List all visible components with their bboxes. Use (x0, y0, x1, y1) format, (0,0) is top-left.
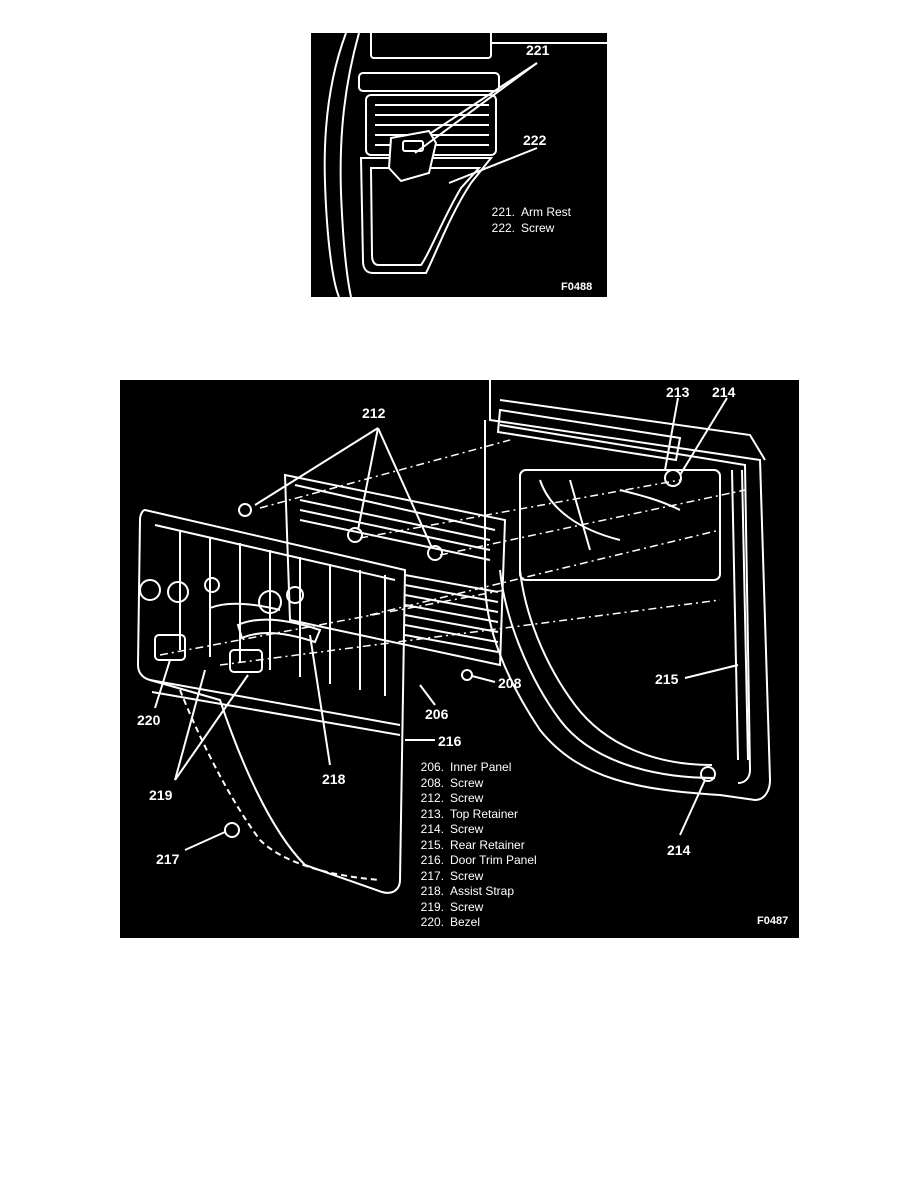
callout-214: 214 (712, 384, 736, 400)
callout-219: 219 (149, 787, 173, 803)
callout-215: 215 (655, 671, 679, 687)
callout-214-bottom: 214 (667, 842, 691, 858)
legend-item: 206.Inner Panel (420, 760, 512, 774)
callout-208: 208 (498, 675, 522, 691)
armrest-illustration (323, 33, 607, 297)
legend-item: 216.Door Trim Panel (420, 853, 537, 867)
legend-item: 221.Arm Rest (491, 205, 572, 219)
legend-item: 213.Top Retainer (420, 806, 519, 821)
callout-216: 216 (438, 733, 462, 749)
figure-id: F0487 (757, 915, 789, 927)
figure-id: F0488 (561, 281, 593, 293)
legend-item: 214.Screw (420, 822, 484, 836)
callout-212: 212 (362, 405, 386, 421)
door-trim-illustration (136, 380, 772, 894)
legend-item: 212.Screw (420, 791, 484, 805)
callout-218: 218 (322, 771, 346, 787)
legend-item: 208.Screw (420, 775, 484, 790)
door-trim-diagram: 212 213 214 208 206 215 216 220 218 219 … (120, 380, 799, 938)
legend-item: 218.Assist Strap (420, 884, 515, 898)
legend-item: 217.Screw (420, 868, 484, 883)
legend-item: 215.Rear Retainer (420, 837, 525, 852)
armrest-diagram: 221 222 221.Arm Rest 222.Screw F0488 (311, 33, 607, 297)
figure2-legend: 206.Inner Panel 208.Screw 212.Screw 213.… (410, 760, 537, 931)
callout-217: 217 (156, 851, 180, 867)
legend-item: 220.Bezel (420, 915, 481, 929)
callout-221: 221 (526, 42, 550, 58)
figure1-legend: 221.Arm Rest 222.Screw (481, 205, 571, 236)
callout-220: 220 (137, 712, 161, 728)
callout-213: 213 (666, 384, 690, 400)
callout-222: 222 (523, 132, 547, 148)
callout-206: 206 (425, 706, 449, 722)
legend-item: 219.Screw (420, 899, 484, 914)
legend-item: 222.Screw (491, 220, 555, 235)
